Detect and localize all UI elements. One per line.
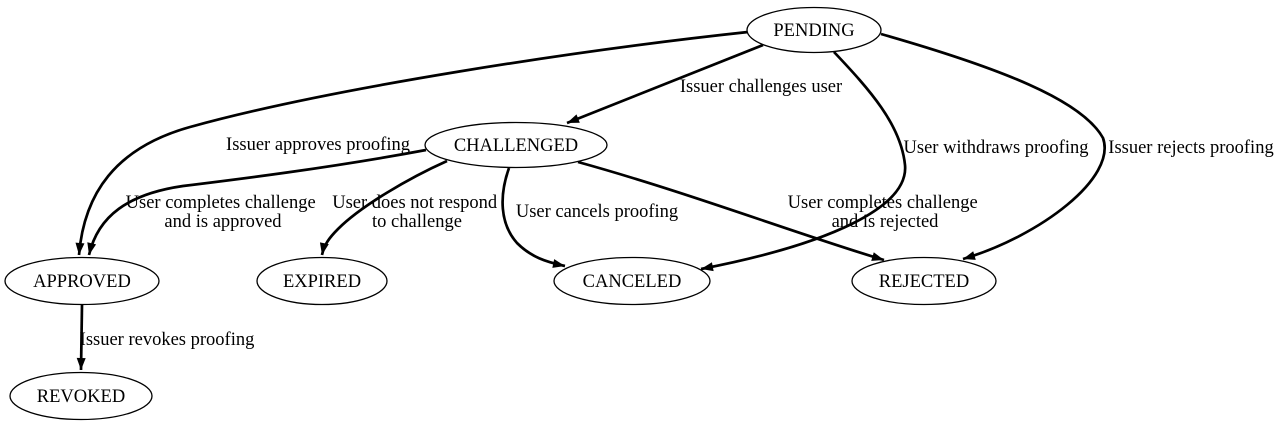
edge-label-completes-rejected-line1: User completes challenge — [788, 193, 978, 213]
edge-label-completes-rejected: User completes challenge and is rejected — [788, 193, 983, 232]
node-revoked: REVOKED — [9, 371, 153, 421]
edge-challenged-canceled — [501, 167, 566, 268]
node-challenged-ellipse — [424, 121, 608, 169]
edge-label-no-respond: User does not respond to challenge — [332, 193, 502, 232]
edge-label-completes-approved: User completes challenge and is approved — [126, 193, 321, 232]
node-canceled-ellipse — [553, 256, 711, 306]
edge-pending-rejected — [880, 32, 1106, 261]
node-rejected-label: REJECTED — [879, 272, 969, 292]
edge-pending-approved — [75, 30, 749, 256]
node-canceled-label: CANCELED — [583, 272, 682, 292]
node-expired: EXPIRED — [256, 256, 388, 306]
node-canceled: CANCELED — [553, 256, 711, 306]
node-challenged: CHALLENGED — [424, 121, 608, 169]
edge-label-no-respond-line2: to challenge — [372, 212, 462, 232]
node-pending-ellipse — [746, 6, 882, 54]
node-rejected-ellipse — [851, 256, 997, 306]
node-revoked-label: REVOKED — [37, 387, 125, 407]
node-approved-label: APPROVED — [33, 272, 131, 292]
node-rejected: REJECTED — [851, 256, 997, 306]
node-approved-ellipse — [4, 256, 160, 306]
edge-label-user-withdraws-proofing: User withdraws proofing — [904, 138, 1089, 158]
node-expired-label: EXPIRED — [283, 272, 361, 292]
edge-label-issuer-rejects-proofing: Issuer rejects proofing — [1108, 138, 1273, 158]
node-pending: PENDING — [746, 6, 882, 54]
edge-approved-revoked — [76, 304, 86, 371]
edge-label-issuer-challenges-user: Issuer challenges user — [680, 77, 842, 97]
node-approved: APPROVED — [4, 256, 160, 306]
edge-challenged-expired — [319, 159, 448, 256]
node-challenged-label: CHALLENGED — [454, 136, 578, 156]
edge-label-issuer-revokes-proofing: Issuer revokes proofing — [80, 330, 255, 350]
node-expired-ellipse — [256, 256, 388, 306]
edge-label-completes-approved-line2: and is approved — [164, 212, 282, 232]
edge-label-completes-approved-line1: User completes challenge — [126, 193, 316, 213]
edge-challenged-approved — [87, 148, 427, 256]
edge-challenged-rejected — [577, 160, 885, 262]
edge-pending-challenged — [566, 43, 764, 125]
edge-label-issuer-approves-proofing: Issuer approves proofing — [226, 135, 410, 155]
edge-pending-canceled — [700, 51, 907, 272]
edge-label-no-respond-line1: User does not respond — [332, 193, 498, 213]
node-revoked-ellipse — [9, 371, 153, 421]
node-pending-label: PENDING — [773, 21, 854, 41]
edge-label-user-cancels-proofing: User cancels proofing — [516, 202, 678, 222]
edge-label-completes-rejected-line2: and is rejected — [832, 212, 940, 232]
